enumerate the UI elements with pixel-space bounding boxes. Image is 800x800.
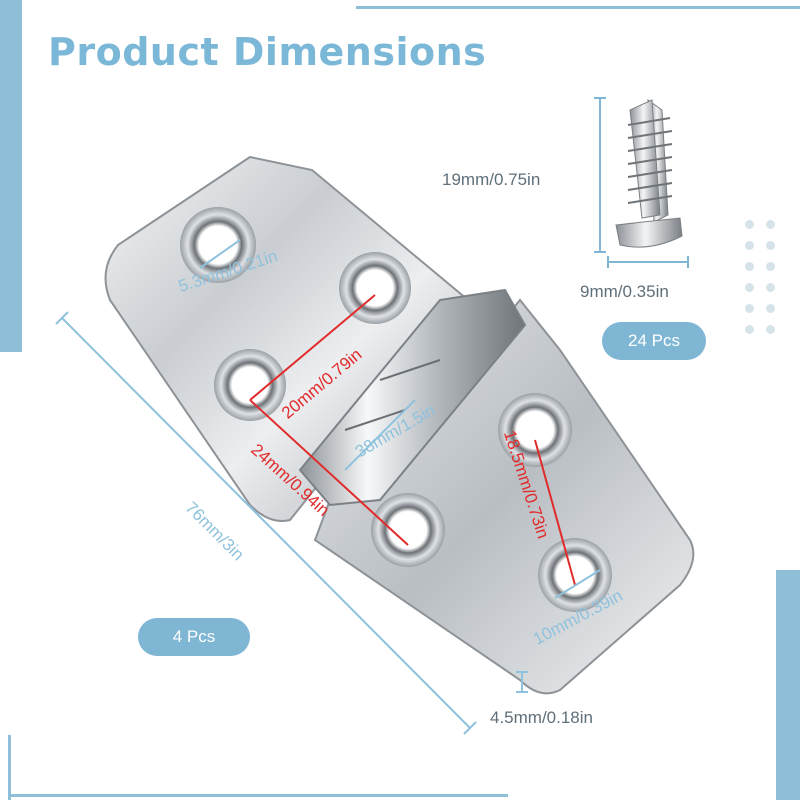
hinge-knuckle [298,288,527,507]
frame-line-bottom [8,794,508,797]
frame-line-left [0,0,22,352]
page-title: Product Dimensions [48,30,487,74]
screw-illustration [615,98,683,248]
hinge-count-badge: 4 Pcs [138,618,250,656]
hinge-hole-6 [538,538,612,612]
thickness-label: 4.5mm/0.18in [490,708,593,727]
frame-line-left-bottom [8,735,11,800]
hinge-hole-3 [214,349,286,421]
screw-length-label: 19mm/0.75in [442,170,541,189]
screw-head-label: 9mm/0.35in [580,282,669,301]
hinge-hole-5 [498,393,572,467]
screw-count-badge: 24 Pcs [602,322,706,360]
hinge-hole-2 [339,252,411,324]
frame-line-top-right [356,6,800,9]
hinge-hole-4 [371,493,445,567]
hinge-hole-1 [180,207,256,283]
frame-line-right-bottom [776,570,800,800]
